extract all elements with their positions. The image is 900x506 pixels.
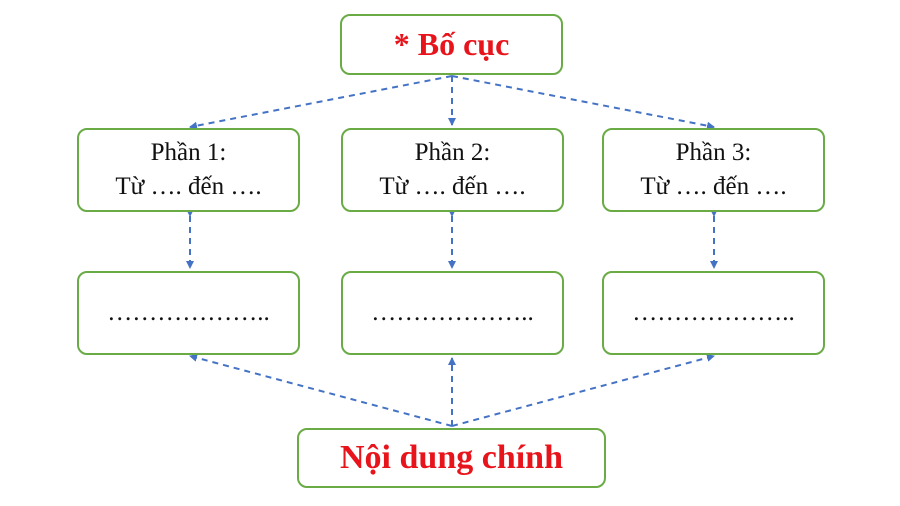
arrow-top-to-part-1 bbox=[189, 75, 453, 130]
main-content-label: Nội dung chính bbox=[340, 439, 563, 476]
arrow-bottom-to-content-1 bbox=[189, 353, 453, 427]
content-3-box: ……………….. bbox=[602, 271, 825, 355]
content-2-text: ……………….. bbox=[371, 299, 534, 326]
content-1-text: ……………….. bbox=[107, 299, 270, 326]
content-1-box: ……………….. bbox=[77, 271, 300, 355]
part-2-range: Từ …. đến …. bbox=[379, 173, 526, 200]
part-1-box: Phần 1: Từ …. đến …. bbox=[77, 128, 300, 212]
content-3-text: ……………….. bbox=[632, 299, 795, 326]
content-2-box: ……………….. bbox=[341, 271, 564, 355]
part-1-range: Từ …. đến …. bbox=[115, 173, 262, 200]
part-1-title: Phần 1: bbox=[150, 139, 227, 166]
part-3-box: Phần 3: Từ …. đến …. bbox=[602, 128, 825, 212]
layout-box: * Bố cục bbox=[340, 14, 563, 75]
layout-label: * Bố cục bbox=[393, 26, 510, 62]
part-2-box: Phần 2: Từ …. đến …. bbox=[341, 128, 564, 212]
arrow-top-to-part-3 bbox=[451, 75, 715, 130]
arrow-bottom-to-content-3 bbox=[451, 353, 715, 427]
part-3-range: Từ …. đến …. bbox=[640, 173, 787, 200]
part-3-title: Phần 3: bbox=[675, 139, 752, 166]
part-2-title: Phần 2: bbox=[414, 139, 491, 166]
main-content-box: Nội dung chính bbox=[297, 428, 606, 488]
